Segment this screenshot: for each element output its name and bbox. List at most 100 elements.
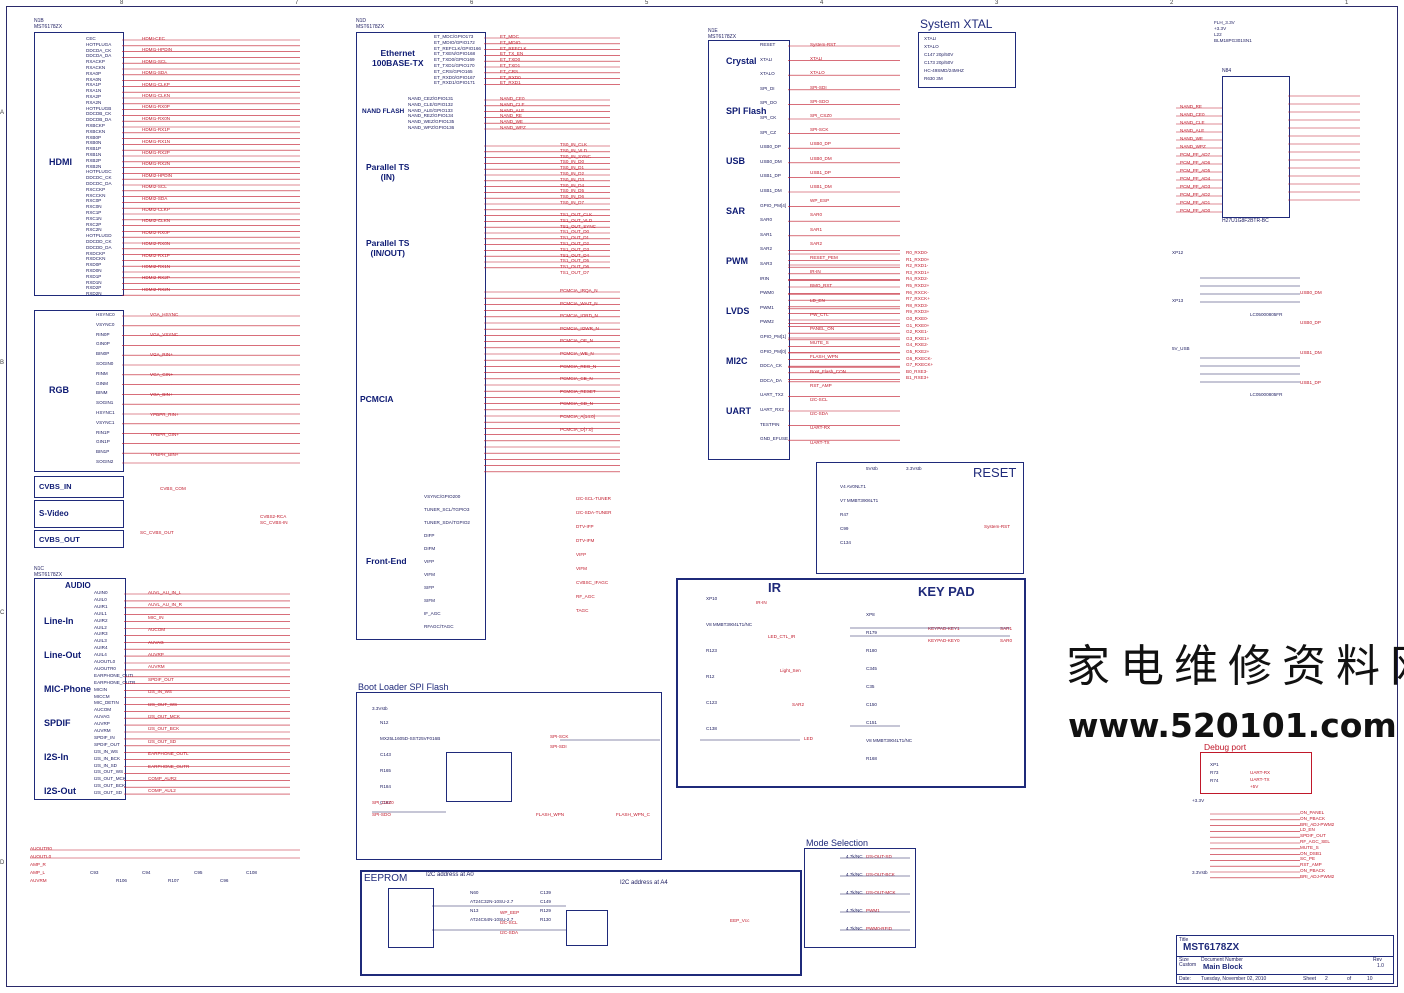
net-label: System-RST <box>810 42 837 47</box>
net-label: R0_RXD0- <box>906 250 929 255</box>
audio-out-net: AUVRM <box>30 878 47 883</box>
pin-label: SPI_DI <box>760 85 775 91</box>
eeprom-net: I2C-SCL <box>500 920 518 925</box>
pin-label: RXC1P <box>86 210 102 215</box>
xtal-item: R630 3M <box>924 76 943 81</box>
misc-out-net: ON_PBACK <box>1300 868 1326 873</box>
net-label: TS0_IN_D4 <box>560 182 585 188</box>
reset-part: V4 AV0NLT1 <box>840 484 866 489</box>
ts-inout-label: Parallel TS (IN/OUT) <box>366 238 410 258</box>
pin-label: NAND_WPZ/GPIO136 <box>408 125 455 130</box>
spi-part: R184 <box>380 784 391 789</box>
svideo-block: S-Video <box>34 500 124 528</box>
ruler-mark: 2 <box>1170 0 1174 6</box>
net-label: G7_RXECK+ <box>906 362 934 368</box>
pin-label: RINM <box>96 370 108 376</box>
pin-label: RXC0P <box>86 198 102 204</box>
debug-title: Debug port <box>1204 742 1247 752</box>
eeprom-note: I2C address at A0 <box>426 872 474 878</box>
net-label: PCMCIA_IORD_N <box>560 313 598 319</box>
pin-label: HSYNC0 <box>96 312 115 317</box>
mode-part: 4.7k/NC <box>846 890 863 895</box>
audio-out-part: C94 <box>142 870 151 875</box>
net-label: USB1_DM <box>1300 350 1322 355</box>
cvbs-out-block: CVBS_OUT <box>34 530 124 548</box>
mode-net: I2S-OUT-BCK <box>866 872 895 877</box>
ts-in-label: Parallel TS (IN) <box>366 162 410 182</box>
net-label: TS1_OUT_D5 <box>560 258 590 264</box>
pin-label: PWM1 <box>760 304 774 310</box>
pin-label: AUIL2 <box>94 624 107 630</box>
frontend-label: Front-End <box>366 556 407 566</box>
net-label: SAR1 <box>810 226 823 232</box>
net-label: TS1_OUT_CLK <box>560 212 593 217</box>
rgb-block: RGB <box>34 310 124 472</box>
pin-label: DIFM <box>424 546 436 551</box>
net-label: HDMI1-CLKN <box>142 93 171 98</box>
keypad-part: C150 <box>866 702 877 707</box>
misc-out-net: RF_AGC_SEL <box>1300 839 1330 844</box>
pin-label: RIN0P <box>96 331 110 337</box>
net-label: SAR2 <box>810 240 823 246</box>
ir-part: C138 <box>706 726 717 731</box>
net-label: DTV-IFP <box>576 524 594 529</box>
net-label: COMP_AUL2 <box>148 788 176 794</box>
nand-chip-ref: N84 <box>1222 68 1232 74</box>
spi-part: R165 <box>380 768 391 773</box>
pin-label: SAR3 <box>760 261 773 266</box>
mode-net: I2S-OUT-MCK <box>866 890 896 895</box>
keypad-title: KEY PAD <box>918 584 975 599</box>
net-label: I2S_OUT_SD <box>148 738 177 744</box>
pin-label: VIFM <box>424 572 435 577</box>
net-label: TS0_IN_D2 <box>560 171 585 176</box>
net-label: BMO_RST <box>810 283 833 289</box>
net-label: I2C-SCL-TUNER <box>576 496 611 501</box>
misc-out-power: +3.3V <box>1192 798 1205 803</box>
net-label: ET_MDC <box>500 34 519 39</box>
audio-part: MST6178ZX <box>34 572 63 578</box>
net-label: USB0_DP <box>1300 320 1321 325</box>
pin-label: HOTPLUGC <box>86 169 112 175</box>
net-label: XTALO <box>810 70 825 76</box>
pin-label: I2S_OUT_MCK <box>94 776 126 782</box>
pin-label: SPI_DO <box>760 100 777 106</box>
net-label: TS0_IN_SYNC <box>560 153 591 159</box>
pin-label: SIFP <box>424 585 435 590</box>
title-block: Title MST6178ZX Size Custom Document Num… <box>1176 935 1394 984</box>
pin-label: GPIO_PM[1] <box>760 334 787 339</box>
net-label: USB0_DM <box>810 155 832 161</box>
pin-label: NAND_WEZ/GPIO135 <box>408 119 455 125</box>
pin-label: RXD2N <box>86 291 102 297</box>
pin-label: AUIL1 <box>94 610 107 616</box>
pin-label: CEC <box>86 36 96 41</box>
net-label: RST_AMP <box>810 382 832 388</box>
net-label: NAND_WPZ <box>1180 144 1206 149</box>
audio-group-label: I2S-In <box>44 752 69 762</box>
power-label: +3.3V <box>1214 26 1227 31</box>
pin-label: MICIN <box>94 686 108 692</box>
net-label: G6_RXECK- <box>906 355 933 361</box>
net-label: CVBSC_IFAGC <box>576 580 609 585</box>
net-label: VGA_RIN+ <box>150 352 173 357</box>
pin-label: RXA1N <box>86 88 102 94</box>
pin-label: DDCDB_DA <box>86 117 112 123</box>
net-label: HDMI1-SCL <box>142 58 167 64</box>
spi-part: C182 <box>380 800 391 805</box>
pin-label: RXC1N <box>86 215 102 221</box>
nand-label: NAND FLASH <box>362 108 405 115</box>
net-label: PCMCIA_REG_N <box>560 363 597 369</box>
pin-label: BIN0P <box>96 351 110 357</box>
net-label: PCMCIA_WE_N <box>560 351 594 356</box>
net-label: HDMI1-SDA <box>142 70 168 76</box>
nand-chip-part: H27U1G8F2BTR-BC <box>1222 218 1269 224</box>
net-label: TAGC <box>576 608 589 613</box>
pin-label: NAND_CEZ/GPIO131 <box>408 96 454 101</box>
pin-label: VIFP <box>424 559 435 564</box>
reset-net: System-RST <box>984 524 1011 529</box>
n1d-ref: N1D <box>356 18 367 24</box>
pin-label: AUIL4 <box>94 652 107 658</box>
pin-label: AUIR3 <box>94 631 108 637</box>
net-label: HDMI2-SCL <box>142 184 167 190</box>
net-label: HDMI-CEC <box>142 36 165 41</box>
net-label: SAR0 <box>810 212 823 218</box>
